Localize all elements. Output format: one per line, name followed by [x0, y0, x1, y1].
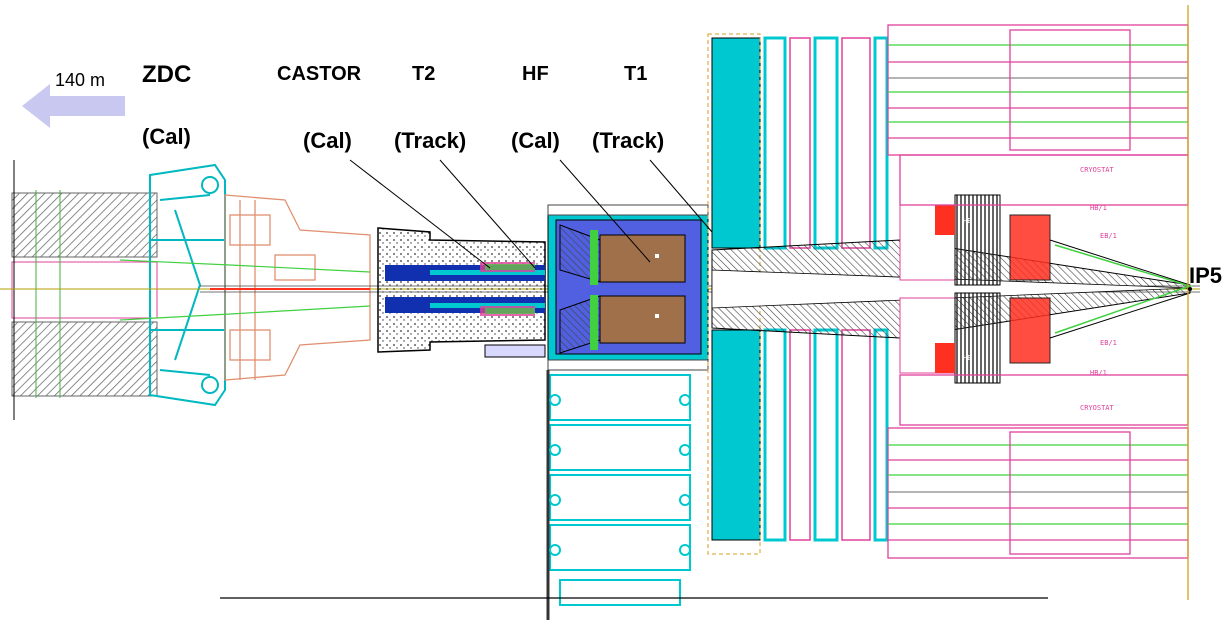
zdc-absorber	[11, 160, 158, 420]
endcap-calorimeter	[899, 194, 1193, 384]
t2-type-label: (Track)	[394, 128, 467, 153]
hf-platform	[546, 370, 691, 620]
hf-calorimeter	[547, 204, 709, 371]
cryostat-top-label: CRYOSTAT	[1080, 166, 1115, 174]
hf-type-label: (Cal)	[511, 128, 560, 153]
cryostat-bottom-label: CRYOSTAT	[1080, 404, 1115, 412]
zdc-support-structure	[149, 163, 226, 407]
eb-bottom-label: EB/1	[1100, 339, 1117, 347]
t1-type-label: (Track)	[592, 128, 665, 153]
hb-bottom-label: HB/1	[1090, 369, 1107, 377]
leader-lines	[349, 159, 713, 269]
zdc-type-label: (Cal)	[142, 124, 191, 149]
hf-label: HF	[522, 63, 549, 85]
barrel-muon-stations	[887, 5, 1189, 600]
he-top-label: HE	[963, 217, 971, 225]
castor-type-label: (Cal)	[303, 128, 352, 153]
ip5-point	[1188, 287, 1192, 291]
t1-label: T1	[624, 63, 648, 85]
t2-label: T2	[412, 63, 436, 85]
zdc-label: ZDC	[142, 61, 192, 88]
distance-arrow-icon	[22, 84, 125, 128]
beam-shielding	[224, 194, 371, 381]
t2-tracker	[480, 262, 535, 316]
eb-top-label: EB/1	[1100, 232, 1117, 240]
he-bottom-label: HE	[963, 354, 971, 362]
castor-label: CASTOR	[277, 63, 362, 85]
hb-top-label: HB/1	[1090, 204, 1107, 212]
ip5-label: IP5	[1189, 263, 1223, 288]
green-guide-lines	[119, 259, 371, 321]
castor-shielding	[377, 227, 546, 358]
distance-label: 140 m	[55, 70, 106, 90]
